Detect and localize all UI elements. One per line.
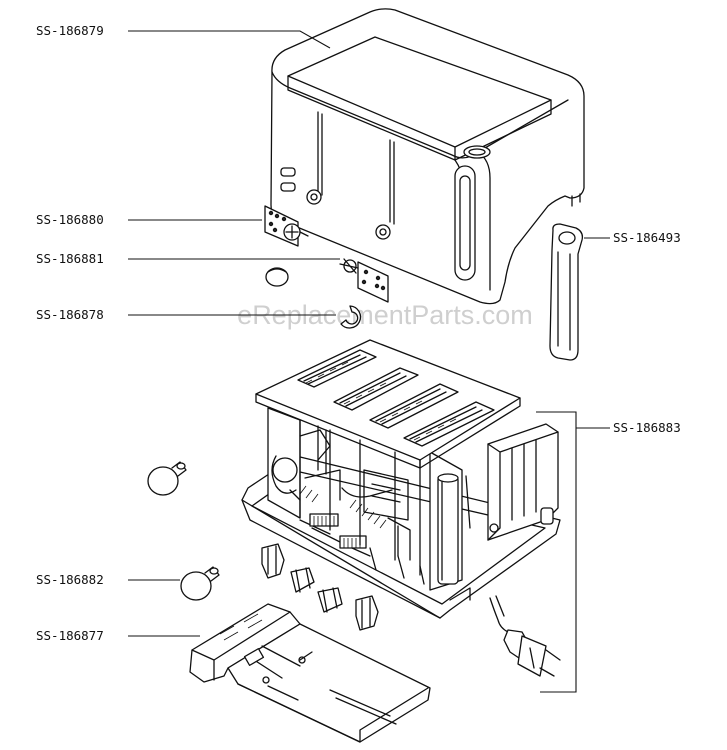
slide-switch-parts[interactable] xyxy=(261,543,379,631)
control-board-right-part[interactable] xyxy=(339,258,389,303)
lever-handle-part[interactable] xyxy=(549,223,584,361)
crumb-tray-part[interactable] xyxy=(189,603,431,743)
leader-lines xyxy=(128,30,610,637)
internal-chassis-part[interactable] xyxy=(241,339,561,619)
callout-label: SS-186493 xyxy=(613,230,681,245)
callout-label: SS-186883 xyxy=(613,420,681,435)
callout-label: SS-186877 xyxy=(36,628,104,643)
callout-label: SS-186881 xyxy=(36,251,104,266)
housing-part[interactable] xyxy=(270,8,585,305)
callout-label: SS-186879 xyxy=(36,23,104,38)
control-knob-part[interactable] xyxy=(180,566,220,601)
leader-SS-186879 xyxy=(128,30,331,49)
callout-label: SS-186880 xyxy=(36,212,104,227)
assembly-bracket xyxy=(536,411,577,693)
control-knob-upper-part[interactable] xyxy=(147,461,187,496)
callout-label: SS-186878 xyxy=(36,307,104,322)
control-board-left-part[interactable] xyxy=(264,205,309,247)
clip-ring-part[interactable] xyxy=(340,305,362,329)
callout-label: SS-186882 xyxy=(36,572,104,587)
small-knob-part[interactable] xyxy=(265,267,289,287)
power-cord-part[interactable] xyxy=(489,595,561,677)
